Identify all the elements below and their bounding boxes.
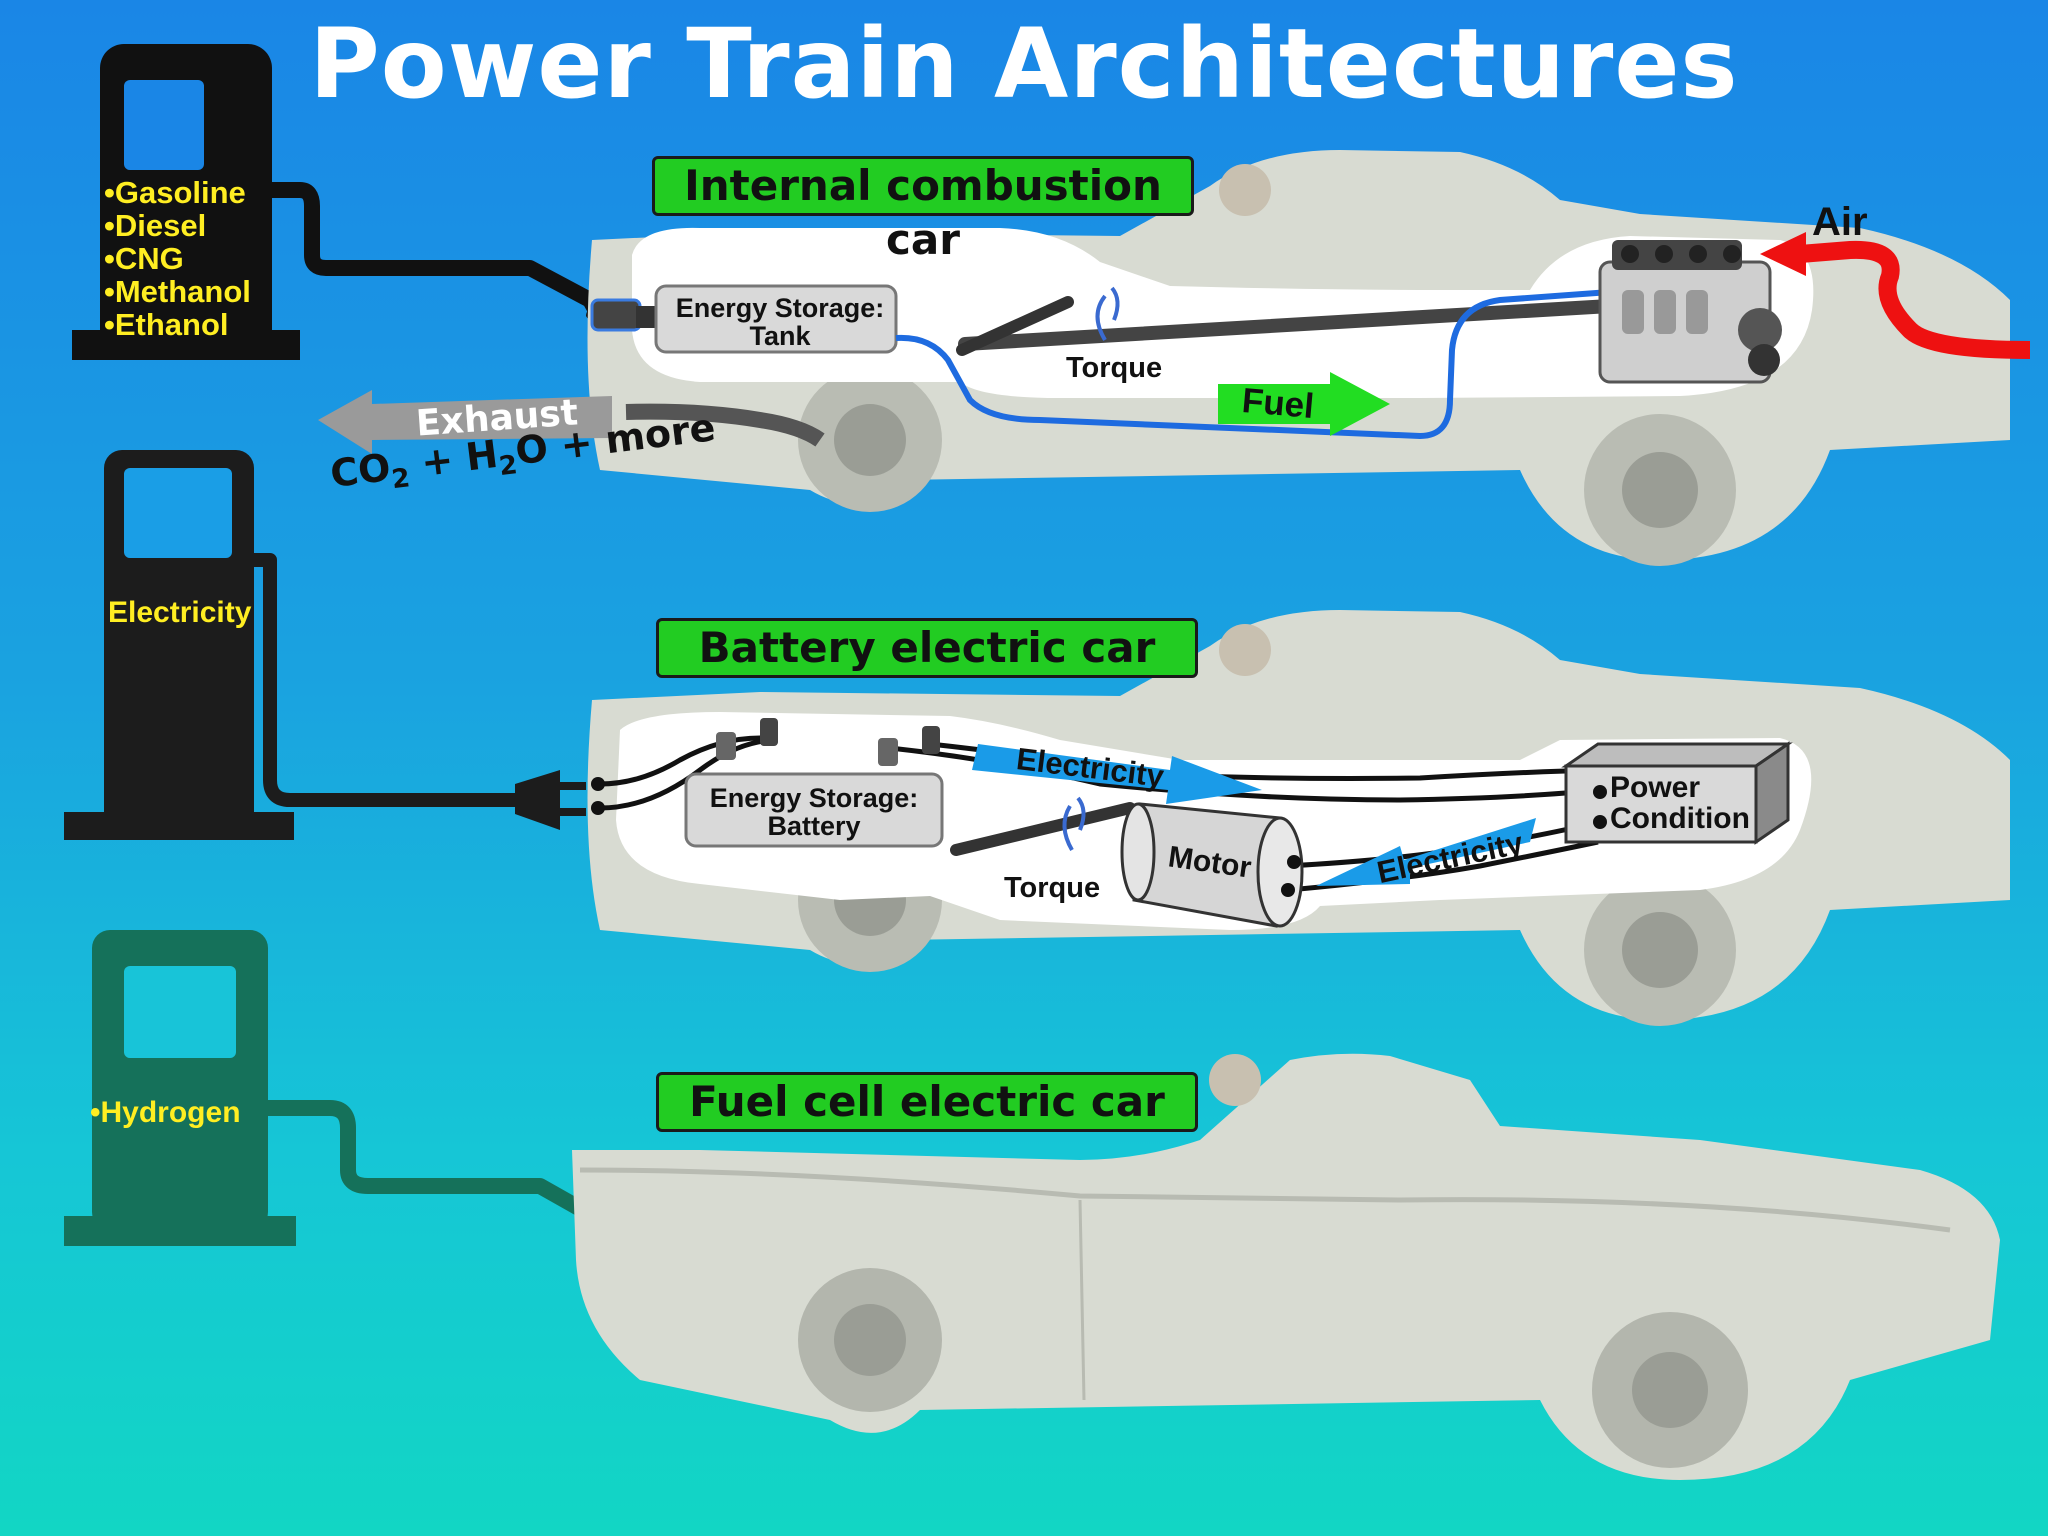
ice-car-label: Internal combustion car bbox=[652, 156, 1194, 264]
electricity-pump-label: Electricity bbox=[108, 596, 252, 629]
bev-torque-rotation-icon bbox=[1062, 796, 1086, 852]
power-condition-line: Condition bbox=[1610, 802, 1750, 835]
tank-label-line: Tank bbox=[749, 321, 811, 351]
tank-label: Energy Storage: Tank bbox=[660, 294, 900, 350]
bev-car-label: Battery electric car bbox=[656, 618, 1198, 678]
fuel-line bbox=[895, 289, 1611, 440]
air-label: Air bbox=[1812, 200, 1868, 244]
bev-torque-label: Torque bbox=[1004, 872, 1101, 904]
power-conditioner-icon bbox=[1561, 741, 1793, 845]
ice-torque-label: Torque bbox=[1066, 352, 1163, 384]
battery-icon bbox=[684, 772, 944, 848]
power-condition-label: Power Condition bbox=[1610, 772, 1750, 834]
ice-cutaway-panel bbox=[632, 227, 1814, 398]
fuel-flow-arrow bbox=[1218, 372, 1390, 436]
hydrogen-pump-label: •Hydrogen bbox=[90, 1096, 241, 1129]
fuel-type-item: •CNG bbox=[104, 241, 184, 276]
fuel-tank-icon bbox=[654, 284, 898, 354]
drive-shaft bbox=[958, 299, 1617, 351]
tank-label-line: Energy Storage: bbox=[675, 293, 885, 323]
torque-rotation-icon bbox=[1095, 286, 1120, 342]
fcev-car-label: Fuel cell electric car bbox=[656, 1072, 1198, 1132]
motor-icon bbox=[1120, 802, 1304, 928]
engine-icon bbox=[1598, 240, 1782, 384]
battery-label: Energy Storage: Battery bbox=[686, 784, 942, 840]
fuel-type-item: •Methanol bbox=[104, 274, 251, 309]
fuel-type-item: •Ethanol bbox=[104, 307, 229, 342]
hydrogen-pump-icon bbox=[64, 930, 613, 1246]
exhaust-arrow bbox=[318, 390, 612, 454]
electricity-arrow-to-converter bbox=[972, 744, 1262, 804]
fcev-car-body-image bbox=[572, 1053, 2000, 1480]
fuel-type-item: •Diesel bbox=[104, 208, 207, 243]
fuel-type-item: •Gasoline bbox=[104, 175, 246, 210]
electric-pump-icon bbox=[64, 450, 586, 840]
power-condition-line: Power bbox=[1610, 771, 1701, 804]
battery-label-line: Energy Storage: bbox=[709, 783, 919, 813]
page-title: Power Train Architectures bbox=[309, 8, 1739, 120]
air-inflow-arrow bbox=[1799, 240, 2031, 359]
battery-label-line: Battery bbox=[767, 811, 861, 841]
electricity-arrow-to-motor bbox=[1316, 818, 1536, 886]
fuel-type-list: •Gasoline •Diesel •CNG •Methanol •Ethano… bbox=[104, 176, 251, 341]
